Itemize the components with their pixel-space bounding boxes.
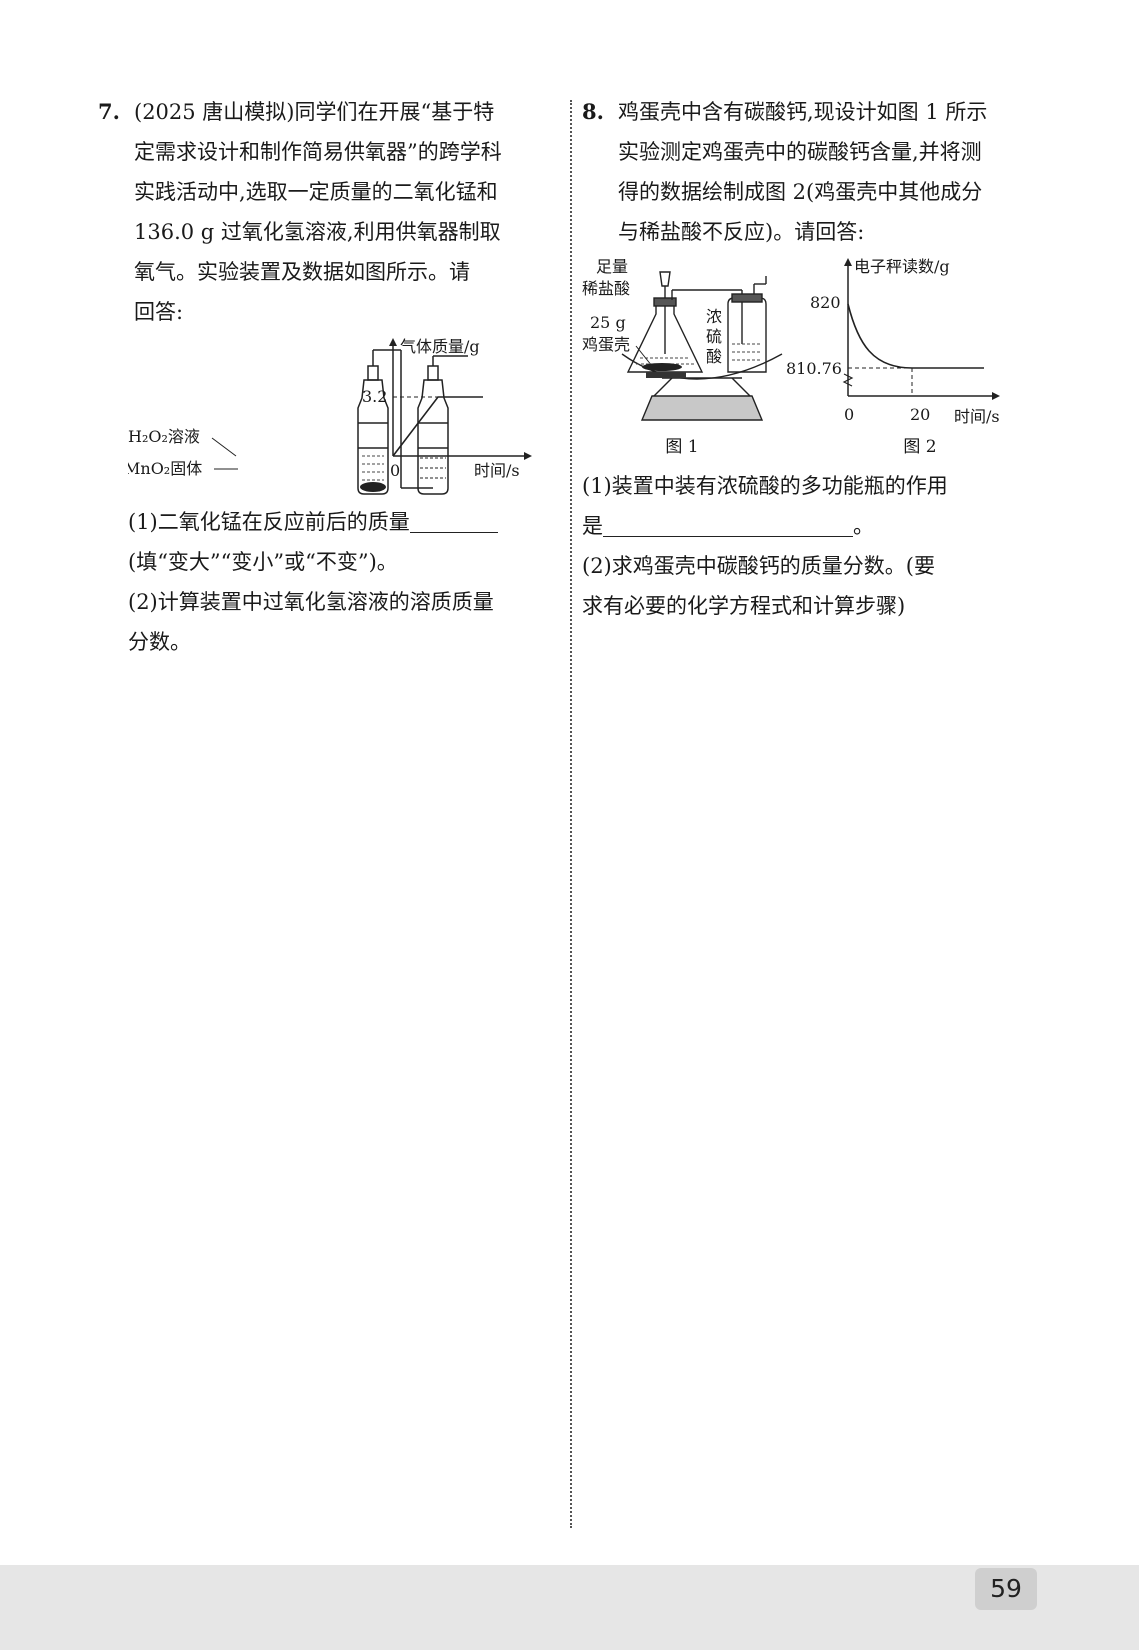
q8-figures: 足量 稀盐酸 25 g 鸡蛋壳 浓 硫 酸 图 1 电子秤读数/g 时间/s 0… bbox=[582, 257, 1000, 457]
q7-series-line bbox=[392, 396, 483, 457]
q8-funnel bbox=[659, 271, 671, 287]
q8-line-1: 8.鸡蛋壳中含有碳酸钙,现设计如图 1 所示 bbox=[582, 92, 1052, 132]
q7-label-mno2: MnO₂固体 bbox=[128, 459, 202, 478]
q8-scale-pad bbox=[646, 372, 686, 378]
q8-sub2-line-1: (2)求鸡蛋壳中碳酸钙的质量分数。(要 bbox=[582, 554, 935, 578]
q8-label-h2so4-1: 浓 bbox=[706, 307, 722, 326]
q8-line-4: 与稀盐酸不反应)。请回答: bbox=[618, 220, 865, 244]
q8-y-tick-810-76: 810.76 bbox=[786, 359, 842, 378]
q8-liquids bbox=[636, 343, 762, 365]
q8-number: 8. bbox=[582, 99, 604, 124]
q8-leader-shell bbox=[635, 345, 653, 367]
q7-x-label: 时间/s bbox=[474, 461, 520, 480]
q7-mno2-solid bbox=[360, 482, 386, 492]
q8-sub1-line-1: (1)装置中装有浓硫酸的多功能瓶的作用 bbox=[582, 474, 948, 498]
q8-label-shell-2: 鸡蛋壳 bbox=[582, 335, 630, 354]
q7-line-1: 7.(2025 唐山模拟)同学们在开展“基于特 bbox=[98, 92, 558, 132]
q7-line-4: 136.0 g 过氧化氢溶液,利用供氧器制取 bbox=[134, 220, 501, 244]
q7-line-3: 实践活动中,选取一定质量的二氧化锰和 bbox=[134, 180, 498, 204]
q8-label-acid-1: 足量 bbox=[596, 257, 628, 276]
q7-leader-h2o2 bbox=[211, 437, 237, 457]
q8-electronic-scale bbox=[640, 395, 764, 421]
q8-label-acid-2: 稀盐酸 bbox=[582, 279, 630, 298]
q7-origin-label: 0 bbox=[390, 461, 400, 480]
q7-chart: 气体质量/g 时间/s 0 3.2 bbox=[362, 338, 532, 480]
q8-label-h2so4-2: 硫 bbox=[706, 327, 722, 346]
column-divider bbox=[570, 100, 572, 1528]
q8-sub2-line-2: 求有必要的化学方程式和计算步骤) bbox=[582, 594, 906, 618]
q7-y-tick-label: 3.2 bbox=[362, 387, 387, 406]
q7-line-2: 定需求设计和制作简易供氧器”的跨学科 bbox=[134, 140, 502, 164]
q8-y-arrow bbox=[844, 258, 852, 266]
q8-label-h2so4-3: 酸 bbox=[706, 347, 722, 366]
q7-sub1-line-1: (1)二氧化锰在反应前后的质量 bbox=[98, 502, 558, 542]
q8-line-3: 得的数据绘制成图 2(鸡蛋壳中其他成分 bbox=[618, 180, 983, 204]
q7-number: 7. bbox=[98, 99, 120, 124]
q8-x-tick-20: 20 bbox=[910, 405, 930, 424]
page-footer bbox=[0, 1565, 1139, 1650]
q8-fig2-caption: 图 2 bbox=[903, 437, 936, 457]
q7-x-arrow bbox=[524, 452, 532, 460]
q8-flask-stopper bbox=[653, 297, 677, 307]
q8-axis-break bbox=[842, 373, 854, 387]
q8-chart: 电子秤读数/g 时间/s 0 820 810.76 20 bbox=[786, 257, 1000, 426]
q8-acid-bottle bbox=[727, 297, 767, 373]
q7-line-5: 氧气。实验装置及数据如图所示。请 bbox=[134, 260, 470, 284]
question-7: 7.(2025 唐山模拟)同学们在开展“基于特 定需求设计和制作简易供氧器”的跨… bbox=[98, 92, 558, 662]
q8-y-tick-820: 820 bbox=[810, 293, 841, 312]
q8-y-label: 电子秤读数/g bbox=[854, 257, 950, 276]
page-number: 59 bbox=[975, 1568, 1037, 1610]
q7-y-arrow bbox=[389, 338, 397, 346]
q7-sub1-line-2: (填“变大”“变小”或“不变”)。 bbox=[128, 550, 398, 574]
q7-label-h2o2: H₂O₂溶液 bbox=[128, 427, 200, 446]
q8-sub1-line-2: 是。 bbox=[582, 506, 1052, 546]
q8-x-arrow bbox=[992, 392, 1000, 400]
q8-fig1-apparatus bbox=[621, 271, 783, 421]
q7-bottle-1 bbox=[357, 349, 433, 495]
q8-fig1-caption: 图 1 bbox=[665, 437, 698, 457]
q7-liquid bbox=[362, 455, 384, 481]
q7-answer-blank[interactable] bbox=[409, 506, 498, 533]
q7-figure: H₂O₂溶液 MnO₂固体 气体质量/g 时间/s 0 3.2 bbox=[128, 338, 532, 495]
question-8: 8.鸡蛋壳中含有碳酸钙,现设计如图 1 所示 实验测定鸡蛋壳中的碳酸钙含量,并将… bbox=[582, 92, 1052, 626]
q7-sub2-line-2: 分数。 bbox=[128, 630, 191, 654]
q8-origin-label: 0 bbox=[844, 405, 854, 424]
q8-answer-blank[interactable] bbox=[603, 510, 853, 537]
q8-series-curve bbox=[847, 303, 984, 369]
q7-line-6: 回答: bbox=[134, 300, 184, 324]
q8-line-2: 实验测定鸡蛋壳中的碳酸钙含量,并将测 bbox=[618, 140, 982, 164]
q7-bottle-2 bbox=[417, 355, 468, 495]
q8-eggshell bbox=[642, 363, 682, 371]
q8-label-shell-1: 25 g bbox=[590, 313, 626, 332]
q8-x-label: 时间/s bbox=[954, 407, 1000, 426]
q7-sub2-line-1: (2)计算装置中过氧化氢溶液的溶质质量 bbox=[128, 590, 494, 614]
q7-y-label: 气体质量/g bbox=[400, 338, 480, 356]
